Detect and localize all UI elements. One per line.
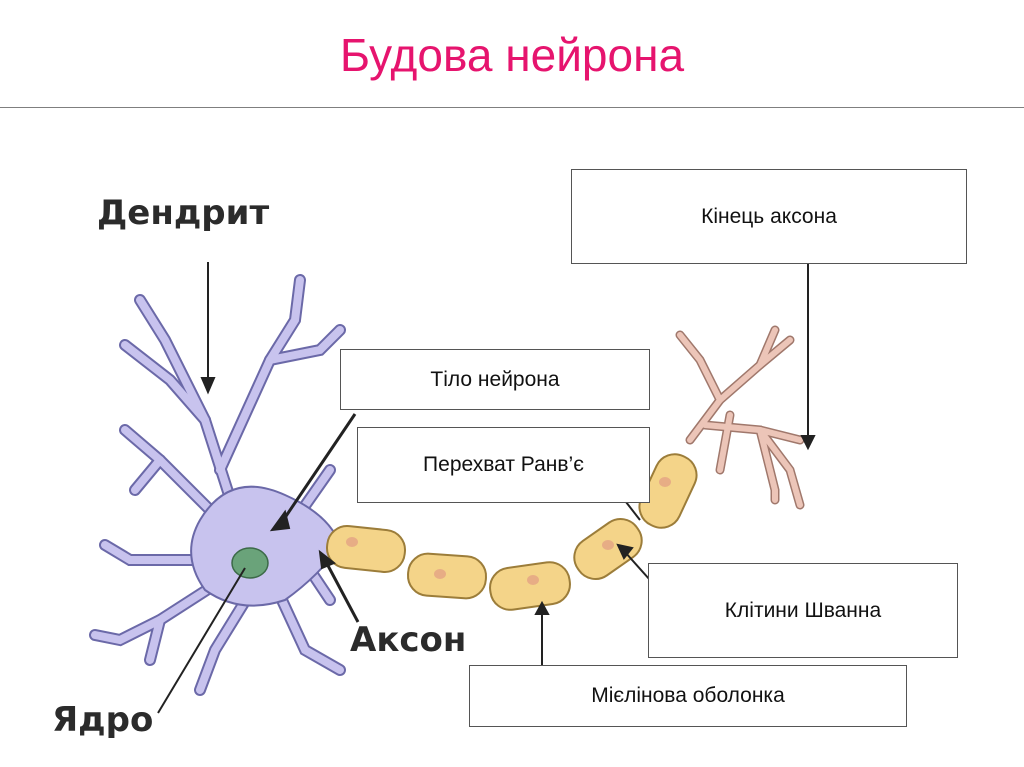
node-of-ranvier-box: Перехват Ранв’є [357, 427, 650, 503]
dendrite-label: Дендрит [97, 193, 270, 233]
myelin-segments [325, 453, 698, 611]
nucleus-label: Ядро [52, 700, 154, 740]
axon-label: Аксон [350, 620, 467, 660]
cell-body [190, 485, 342, 607]
schwann-cells-box: Клітини Шванна [648, 563, 958, 658]
schwann-nuclei [346, 477, 671, 585]
pointer-lines [157, 262, 816, 714]
title-divider [0, 107, 1024, 108]
dendrites-fill [91, 276, 344, 694]
neuron-body-box: Тіло нейрона [340, 349, 650, 410]
axon-terminal-fill [677, 327, 803, 508]
nucleus-shape [231, 547, 269, 579]
dendrites [89, 274, 346, 696]
myelin-sheath-box: Мієлінова оболонка [469, 665, 907, 727]
slide-title: Будова нейрона [339, 29, 685, 81]
axon-end-box: Кінець аксона [571, 169, 967, 264]
